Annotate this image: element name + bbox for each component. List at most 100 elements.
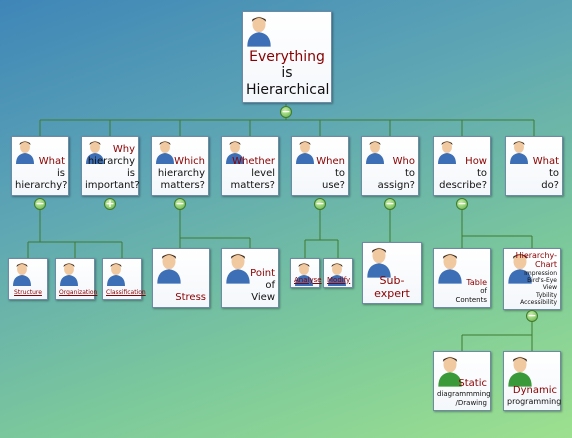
person-icon bbox=[507, 252, 533, 284]
label-word: level bbox=[251, 168, 275, 179]
label-word: do? bbox=[541, 180, 559, 191]
label-word: diagrammming bbox=[437, 390, 491, 399]
person-icon bbox=[225, 140, 245, 164]
person-icon bbox=[327, 262, 347, 286]
person-icon bbox=[507, 355, 533, 387]
person-icon bbox=[106, 262, 126, 286]
label-word: Hierarchy-Chart bbox=[515, 250, 557, 270]
label-word: Table bbox=[466, 277, 487, 287]
node-organization-label: Organization bbox=[59, 288, 98, 296]
person-icon bbox=[365, 140, 385, 164]
toggle-hierarchy-chart[interactable]: − bbox=[526, 309, 538, 322]
person-icon bbox=[295, 140, 315, 164]
toggle-how[interactable]: − bbox=[456, 197, 468, 210]
node-classification[interactable]: Classification bbox=[102, 258, 146, 300]
root-collapse-toggle[interactable]: − bbox=[280, 105, 292, 118]
person-icon bbox=[59, 262, 79, 286]
toggle-when[interactable]: − bbox=[314, 197, 326, 210]
label-word: Impression bbox=[524, 270, 557, 278]
person-icon bbox=[155, 140, 175, 164]
person-icon bbox=[156, 252, 182, 284]
node-modify[interactable]: Modify bbox=[323, 258, 353, 288]
label-word: of bbox=[265, 280, 275, 291]
label-word: hierarchy bbox=[87, 156, 135, 167]
toggle-which[interactable]: − bbox=[174, 197, 186, 210]
label-word: Dynamic bbox=[512, 385, 557, 397]
label-word: Bird's-Eye bbox=[527, 277, 557, 285]
label-word: Accessibility bbox=[520, 298, 557, 306]
label-word: to bbox=[334, 168, 345, 179]
label-word: is bbox=[127, 168, 135, 179]
node-organization[interactable]: Organization bbox=[55, 258, 98, 300]
label-word: When bbox=[316, 156, 345, 167]
person-icon bbox=[509, 140, 529, 164]
toggle-who[interactable]: − bbox=[384, 197, 396, 210]
label-word: /Drawing bbox=[455, 398, 487, 407]
person-icon bbox=[12, 262, 32, 286]
label-word: Contents bbox=[455, 295, 488, 304]
label-word: Structure bbox=[14, 288, 42, 296]
label-word: What bbox=[38, 156, 65, 167]
node-sub-expert[interactable]: Sub-expert bbox=[362, 242, 422, 304]
label-word: Hierarchical bbox=[246, 82, 330, 99]
toggle-what[interactable]: − bbox=[34, 197, 46, 210]
node-sub-expert-label: Sub-expert bbox=[366, 274, 418, 300]
label-word: Point bbox=[250, 268, 275, 279]
person-icon bbox=[225, 252, 251, 284]
label-word: describe? bbox=[439, 180, 487, 191]
person-icon bbox=[246, 15, 272, 47]
label-word: Stress bbox=[175, 292, 206, 303]
label-word: of bbox=[480, 287, 487, 296]
label-word: Why bbox=[112, 144, 135, 155]
label-word: matters? bbox=[230, 180, 276, 191]
label-word: Who bbox=[392, 156, 415, 167]
label-word: Classification bbox=[106, 288, 146, 296]
label-word: matters? bbox=[160, 180, 206, 191]
node-structure-label: Structure bbox=[12, 289, 44, 296]
node-modify-label: Modify bbox=[327, 275, 351, 284]
label-word: assign? bbox=[377, 180, 415, 191]
toggle-why[interactable]: + bbox=[104, 197, 116, 210]
label-word: Modify bbox=[327, 275, 351, 284]
person-icon bbox=[15, 140, 35, 164]
label-word: View bbox=[251, 292, 275, 303]
label-word: use? bbox=[321, 180, 345, 191]
label-word: Static bbox=[458, 378, 487, 390]
node-stress[interactable]: Stress bbox=[152, 248, 210, 308]
label-word: Analyse bbox=[294, 275, 322, 284]
label-word: to bbox=[476, 168, 487, 179]
label-word: Organization bbox=[59, 288, 98, 296]
node-analyse[interactable]: Analyse bbox=[290, 258, 322, 288]
label-word: hierarchy bbox=[157, 168, 205, 179]
label-word: How bbox=[465, 156, 487, 167]
label-word: to bbox=[548, 168, 559, 179]
node-structure[interactable]: Structure bbox=[8, 258, 48, 300]
label-word: is bbox=[57, 168, 65, 179]
label-word: Whether bbox=[232, 156, 275, 167]
label-word: Which bbox=[174, 156, 205, 167]
label-word: View bbox=[542, 284, 557, 292]
person-icon bbox=[437, 252, 463, 284]
